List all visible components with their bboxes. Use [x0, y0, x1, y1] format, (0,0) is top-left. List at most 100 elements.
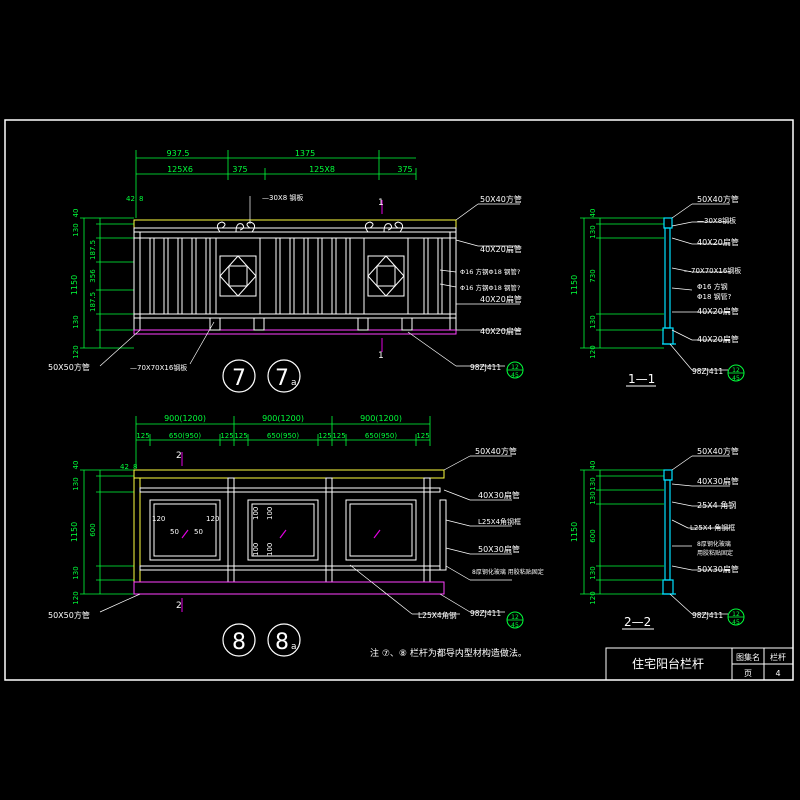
elev8-sub-dim: 125	[318, 432, 331, 440]
section1-left-dim: 120	[589, 345, 597, 358]
elev7-label: Φ16 方钢Φ18 钢管?	[460, 283, 520, 292]
elev8-section-mark: 2	[176, 601, 182, 611]
section2-label: 98ZJ411	[692, 611, 723, 620]
section1-left-dim: 130	[589, 225, 597, 238]
elev8-left-dim: 130	[72, 477, 80, 490]
elev7-callout: 7	[232, 366, 246, 391]
section1-label: 98ZJ411	[692, 367, 723, 376]
section2-left-dim: 120	[589, 591, 597, 604]
section2-title: 2—2	[624, 615, 651, 629]
section1-left-dim: 730	[589, 269, 597, 282]
elev7-label: 50X40方管	[480, 194, 522, 204]
elev7-label: 50X50方管	[48, 362, 90, 372]
elev7-sub-dim: 125X8	[309, 165, 335, 174]
elev7-label: Φ16 方钢Φ18 钢管?	[460, 267, 520, 276]
title-block-drawing-label: 图集名	[736, 652, 760, 662]
section1-label: 40X20扁管	[697, 306, 739, 316]
section-1-1: 1150 40 130 730 130 120 50X40方管 —30X8钢板 …	[570, 194, 745, 387]
elev7-left-total: 1150	[70, 275, 79, 295]
elev7-label: 40X20扁管	[480, 244, 522, 254]
elev8-inner-dim: 100	[252, 507, 260, 520]
elev8-small-dim: 8	[133, 463, 137, 471]
section2-label: 40X30扁管	[697, 476, 739, 486]
elev7-left-dim: 120	[72, 345, 80, 358]
elev8-callout: 8	[232, 630, 246, 655]
elev7a-callout-circle	[267, 359, 301, 393]
baluster	[149, 237, 155, 315]
section1-dim-lines	[580, 217, 664, 349]
elev8-sub-dim: 125	[234, 432, 247, 440]
section1-leaders	[669, 203, 730, 371]
elev7-top-dim: 1375	[295, 149, 315, 158]
baluster	[205, 237, 211, 315]
drawing-border	[4, 119, 794, 681]
section2-left-total: 1150	[570, 522, 579, 542]
baluster	[423, 237, 429, 315]
section1-detail-num: 12	[732, 367, 740, 374]
section1-profile	[662, 217, 676, 345]
section2-label: 25X4 角钢	[697, 500, 736, 510]
elev7a-callout-sub: a	[291, 378, 297, 388]
elev8-sub-dim: 125	[416, 432, 429, 440]
baluster	[437, 237, 443, 315]
elev7-small-dim: 42	[126, 195, 135, 203]
elevation-8: 900(1200) 900(1200) 900(1200) 125 650(95…	[48, 414, 544, 657]
section2-label: 8厚钢化玻璃	[697, 540, 731, 548]
elev8-left-total: 1150	[70, 522, 79, 542]
elev7-top-dim: 937.5	[167, 149, 190, 158]
elev8-label: 8厚钢化玻璃 用胶粘贴固定	[472, 568, 544, 576]
elev7-railing	[133, 219, 457, 335]
title-block-title: 住宅阳台栏杆	[632, 656, 704, 671]
section1-left-total: 1150	[570, 275, 579, 295]
elev7-callout-circle	[222, 359, 256, 393]
section2-label: L25X4 角钢框	[690, 523, 735, 532]
section-2-2: 1150 40 130 130 600 130 120 50X40方管 40X3…	[570, 446, 745, 630]
elev8-left-dim: 600	[89, 523, 97, 536]
section1-label: Φ16 方钢	[697, 282, 728, 291]
elev7-left-dim: 130	[72, 223, 80, 236]
elev8-detail-ref: 45	[511, 622, 519, 629]
elev8-leaders	[99, 455, 512, 615]
elev8-label: L25X4角钢框	[478, 517, 521, 526]
elev7-detail-num: 12	[511, 364, 519, 371]
elev8-left-dim: 40	[72, 461, 80, 470]
elev7-leaders	[99, 196, 520, 367]
elev8-glass-marks	[181, 529, 381, 539]
section2-left-dim: 130	[589, 491, 597, 504]
section2-left-dim: 130	[589, 566, 597, 579]
elev8-railing	[133, 469, 447, 595]
section2-label: 用胶粘贴固定	[697, 549, 733, 557]
elev8-small-dim: 42	[120, 463, 129, 471]
section1-left-dim: 130	[589, 315, 597, 328]
elev7-label: 40X20扁管	[480, 326, 522, 336]
elev7-sub-dim: 125X6	[167, 165, 193, 174]
elev8a-callout-sub: a	[291, 642, 297, 652]
title-block	[605, 647, 794, 681]
elev8-label: 50X30扁管	[478, 544, 520, 554]
elev8-inner-dim: 120	[206, 515, 219, 523]
baluster	[275, 237, 281, 315]
elev8-top-dim: 900(1200)	[360, 414, 402, 423]
elev8-label: 50X40方管	[475, 446, 517, 456]
elev8-inner-dim: 50	[194, 528, 203, 536]
baluster	[191, 237, 197, 315]
title-block-page-value: 4	[775, 669, 780, 678]
baluster	[317, 237, 323, 315]
baluster	[177, 237, 183, 315]
elev8-sub-dim: 125	[332, 432, 345, 440]
elev7-left-dim-lines	[80, 217, 134, 349]
elev8a-callout-circle	[267, 623, 301, 657]
elev8-sub-dim: 650(950)	[365, 432, 397, 440]
elev7-section-mark: 1	[378, 198, 384, 208]
elev7-left-dim: 130	[72, 315, 80, 328]
section1-label: —30X8钢板	[697, 216, 736, 225]
elev8-label: 40X30扁管	[478, 490, 520, 500]
elev8-top-dim: 900(1200)	[262, 414, 304, 423]
elev8-inner-dim: 120	[152, 515, 165, 523]
elev7-sub-dim: 375	[397, 165, 412, 174]
elev8-inner-dim: 50	[170, 528, 179, 536]
elev8-sub-dim: 125	[136, 432, 149, 440]
section2-profile	[662, 469, 676, 595]
